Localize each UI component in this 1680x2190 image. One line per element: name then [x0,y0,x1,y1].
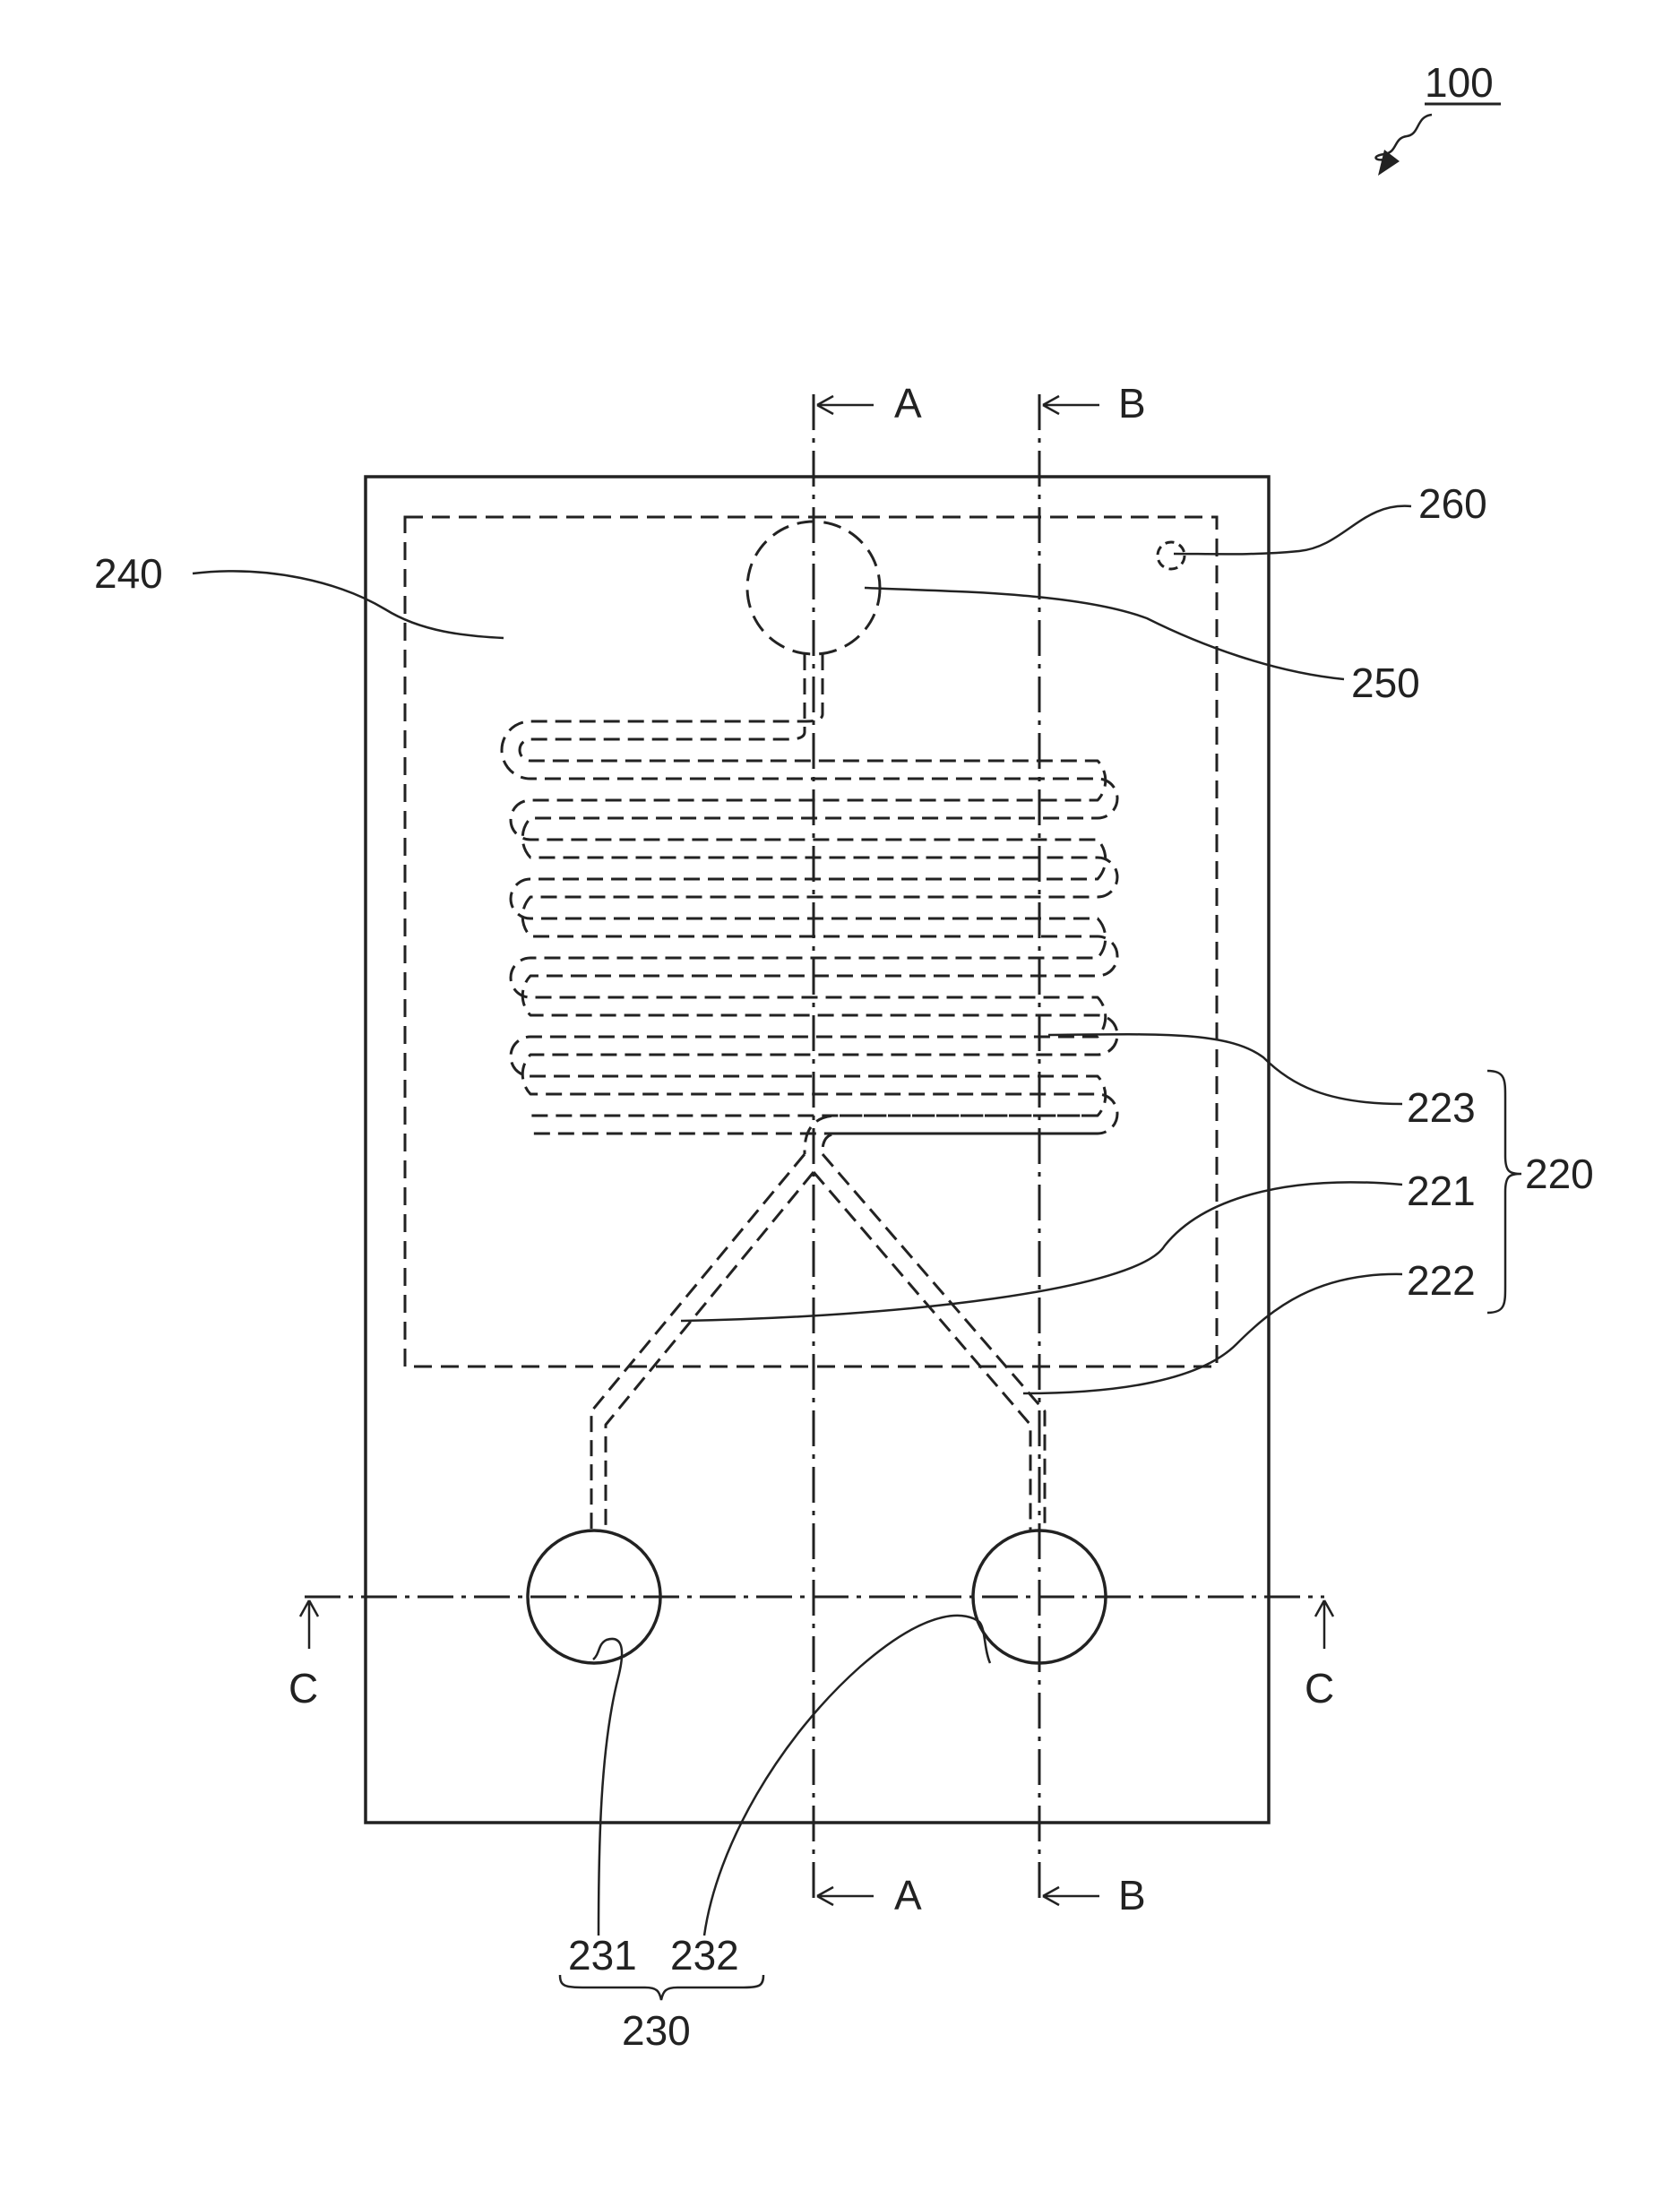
section-c-left-label: C [289,1665,318,1711]
leader-240 [193,571,504,638]
first-inlet-channel-wall-inner [606,1172,814,1530]
section-b-top-arrow-icon [1043,396,1099,414]
section-c-right-arrow-icon [1315,1600,1333,1649]
second-inlet-channel-wall-outer [823,1154,1045,1530]
label-232: 232 [670,1932,739,1979]
label-240: 240 [94,550,163,597]
vent-hole-circle [1158,542,1185,569]
label-231: 231 [568,1932,637,1979]
section-b-bottom-label: B [1118,1872,1146,1918]
leader-260 [1174,506,1411,555]
inlet-channel-branches [591,1154,1045,1530]
label-260: 260 [1418,480,1487,527]
device-ref-number: 100 [1425,59,1494,106]
brace-220 [1487,1071,1521,1313]
mixing-channel-serpentine [502,654,1117,1154]
leader-250 [865,588,1344,679]
leader-222 [1023,1274,1402,1393]
label-250: 250 [1351,660,1420,706]
label-223: 223 [1407,1084,1476,1131]
leader-223 [1048,1034,1402,1104]
section-b-bottom-arrow-icon [1043,1887,1099,1905]
leader-232 [704,1616,990,1936]
label-222: 222 [1407,1257,1476,1304]
label-220: 220 [1525,1151,1594,1197]
chamber-region-outline [405,517,1217,1367]
section-a-top-label: A [894,380,922,427]
second-inlet-channel-wall-inner [814,1172,1030,1530]
mixing-channel-wall-lower [502,654,1117,1134]
brace-230 [560,1975,763,2000]
section-a-top-arrow-icon [817,396,874,414]
label-221: 221 [1407,1168,1476,1214]
section-c-right-label: C [1305,1665,1334,1711]
label-230: 230 [622,2007,691,2054]
section-c-left-arrow-icon [300,1600,318,1649]
first-inlet-channel-wall-outer [591,1154,805,1530]
section-a-bottom-arrow-icon [817,1887,874,1905]
section-a-bottom-label: A [894,1872,922,1918]
leader-231 [593,1639,622,1936]
mixing-channel-wall-upper [511,654,1106,1116]
section-b-top-label: B [1118,380,1146,427]
substrate-outline [366,477,1269,1823]
connector-wall-right [823,1134,1098,1154]
